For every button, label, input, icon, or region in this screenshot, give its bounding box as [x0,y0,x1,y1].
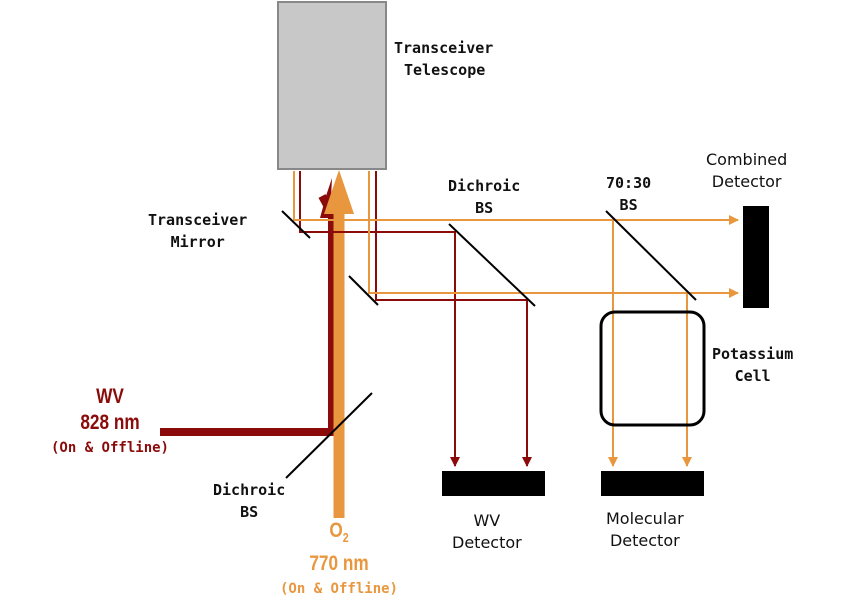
o2-source-label: O2 770 nm (On & Offline) [279,519,398,597]
bs-70-30 [605,210,697,301]
telescope-label: Transceiver Telescope [394,39,494,79]
dichroic-bs-bottom-label: Dichroic BS [213,481,286,521]
bs-70-30-label: 70:30 BS [606,174,652,214]
fold-mirror [348,275,379,306]
wv-detector-label: WV Detector [452,511,522,552]
o2-input-beam [324,170,354,518]
potassium-cell [599,310,706,427]
combined-detector-label: Combined Detector [706,150,788,191]
wv-source-label: WV 828 nm (On & Offline) [50,385,169,456]
molecular-detector-label: Molecular Detector [606,509,684,550]
o2-subscript: 2 [342,530,349,545]
dichroic-bs-top [448,223,536,307]
wv-detector [442,471,545,496]
combined-detector [743,206,769,308]
dichroic-bs-top-label: Dichroic BS [448,177,521,217]
transceiver-telescope [277,1,387,170]
molecular-detector [601,471,704,496]
o2-name: O [329,519,343,542]
potassium-cell-label: Potassium Cell [712,345,794,385]
transceiver-mirror-label: Transceiver Mirror [148,211,248,251]
transceiver-mirror [281,210,311,239]
dichroic-bs-bottom [285,392,373,479]
